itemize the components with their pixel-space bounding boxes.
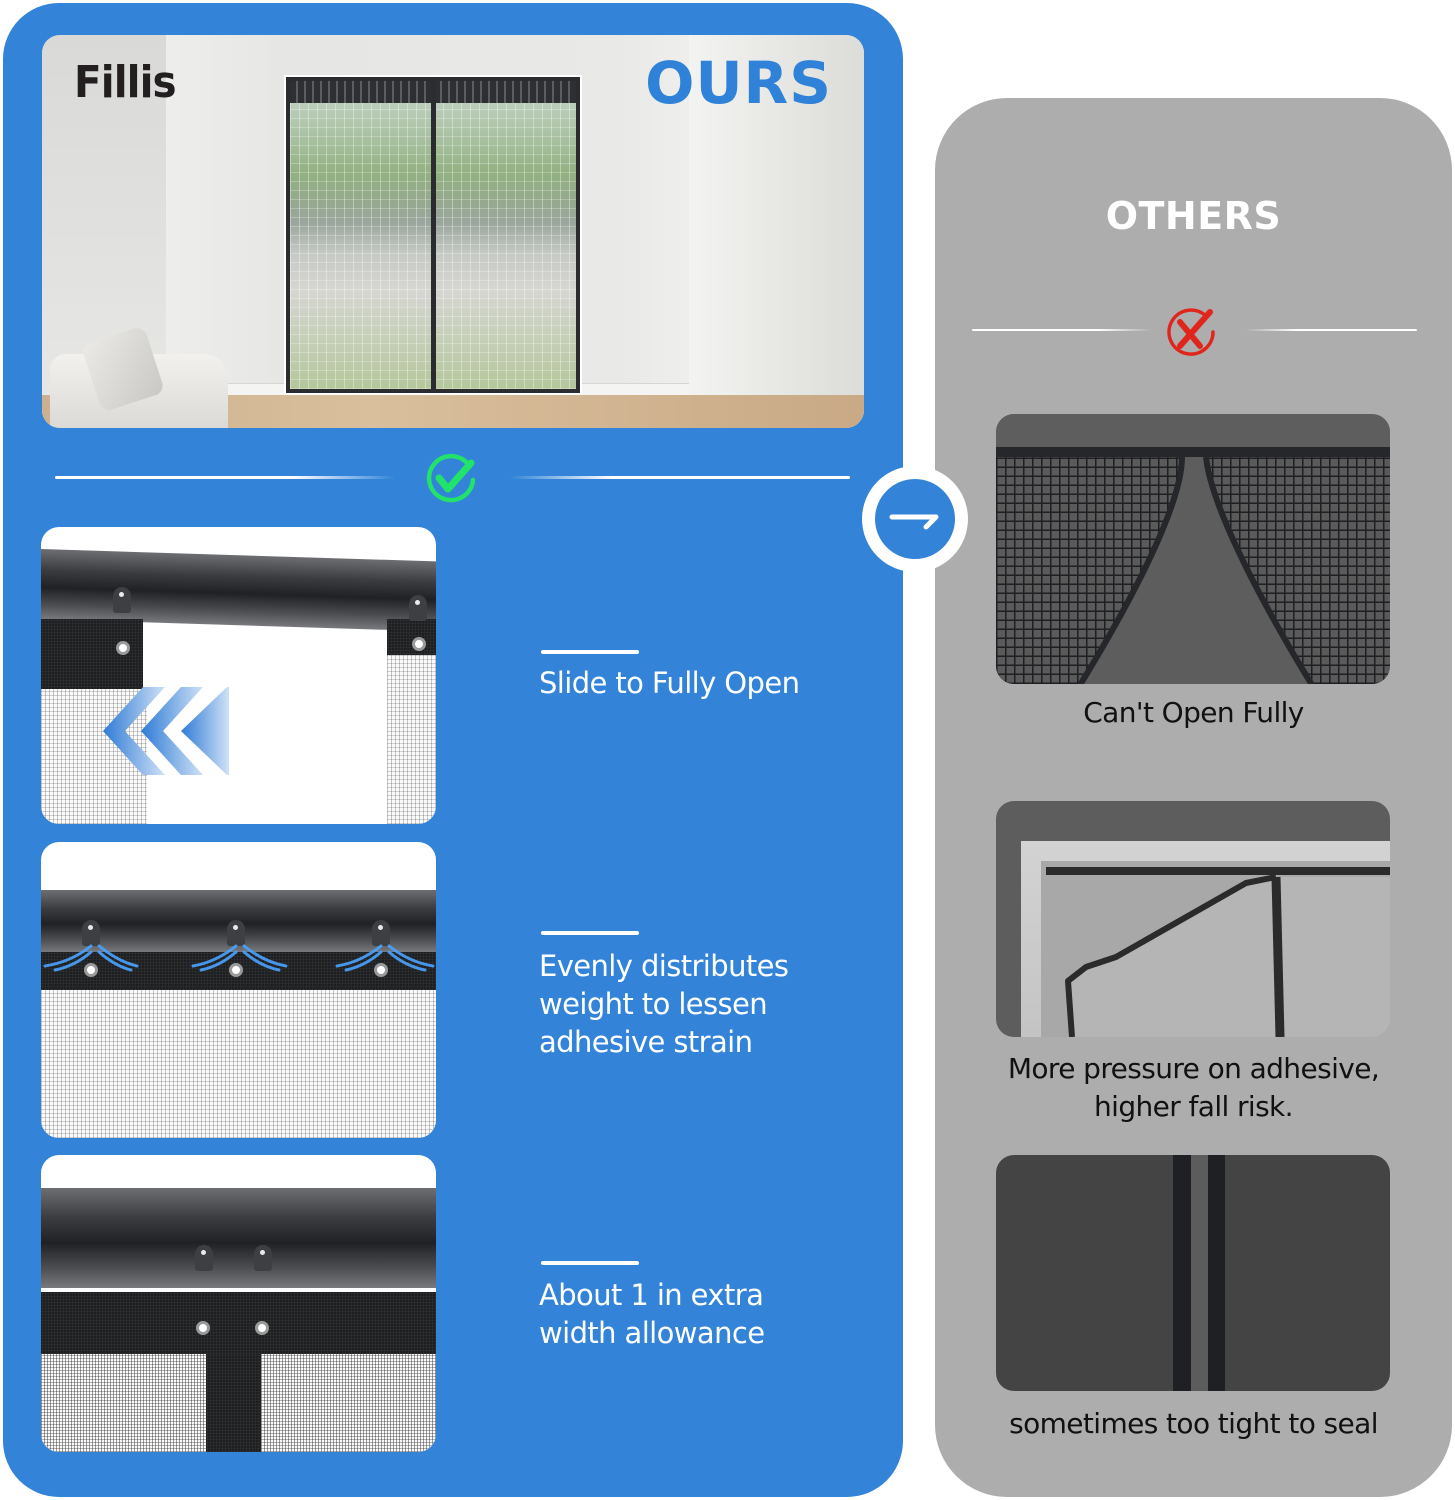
ours-divider-left: [55, 476, 395, 479]
grommet: [196, 1321, 210, 1335]
feature-accent-bar: [541, 650, 639, 654]
grommet: [255, 1321, 269, 1335]
curtain-header-left: [41, 619, 143, 689]
others-image-too-tight: [996, 1155, 1390, 1391]
rail-clip: [372, 920, 390, 946]
door-header: [996, 414, 1390, 447]
feature-accent-bar: [541, 931, 639, 935]
grommet: [229, 963, 243, 977]
feature-line: Evenly distributes: [539, 949, 789, 983]
screen-panel: [41, 990, 436, 1138]
ours-divider-right: [510, 476, 850, 479]
feature-image-width-allowance: [41, 1155, 436, 1452]
curtain-header: [41, 1292, 436, 1354]
magnetic-strip-left: [1173, 1155, 1191, 1391]
comparison-badge-inner: [875, 479, 955, 559]
grommet: [116, 641, 130, 655]
others-divider-right: [1245, 329, 1417, 331]
arrow-right-icon: [889, 514, 939, 530]
feature-text-width-allowance: About 1 in extra width allowance: [539, 1276, 879, 1352]
sagging-screen-panel: [1065, 874, 1390, 1037]
feature-image-slide-open: [41, 527, 436, 824]
x-circle-icon: [1167, 308, 1215, 356]
feature-line: width allowance: [539, 1316, 765, 1350]
rail-clip: [195, 1245, 213, 1271]
feature-image-weight-distribution: [41, 842, 436, 1138]
door-rail: [1046, 867, 1390, 875]
grommet: [412, 637, 426, 651]
caption-line: higher fall risk.: [1094, 1090, 1294, 1123]
door-gap-opening: [1077, 457, 1315, 684]
feature-text-slide-open: Slide to Fully Open: [539, 666, 800, 700]
chevron-left-arrows-icon: [103, 687, 229, 775]
comparison-badge: [862, 466, 968, 572]
rail-clip: [227, 920, 245, 946]
others-image-cant-open: [996, 414, 1390, 684]
check-circle-icon: [426, 453, 476, 503]
others-caption-adhesive-pressure: More pressure on adhesive, higher fall r…: [935, 1050, 1452, 1126]
rail-clip: [409, 595, 427, 621]
magnetic-strip-right: [1208, 1155, 1225, 1391]
curtain-header-right: [387, 619, 436, 655]
grommet: [374, 963, 388, 977]
others-caption-too-tight: sometimes too tight to seal: [1009, 1407, 1378, 1440]
feature-accent-bar: [541, 1261, 639, 1265]
hero-product-photo: Fillis OURS: [42, 35, 864, 428]
grommet: [84, 963, 98, 977]
screen-panel-right: [387, 655, 436, 824]
feature-line: weight to lessen: [539, 987, 768, 1021]
door-rail: [996, 447, 1390, 457]
others-image-adhesive-pressure: [996, 801, 1390, 1037]
caption-line: More pressure on adhesive,: [1007, 1052, 1380, 1085]
others-heading: OTHERS: [1105, 194, 1282, 238]
rail-edge: [41, 1288, 436, 1292]
force-lines-icon: [43, 944, 435, 972]
rail-clip: [254, 1245, 272, 1271]
feature-text-weight-distribution: Evenly distributes weight to lessen adhe…: [539, 947, 879, 1061]
sliding-rail: [41, 1188, 436, 1288]
magnetic-seam-strip: [206, 1354, 261, 1452]
seam-gap: [1191, 1155, 1208, 1391]
rail-clip: [82, 920, 100, 946]
rail-clip: [113, 587, 131, 613]
screen-panel-left: [41, 1354, 206, 1452]
ours-heading: OURS: [645, 49, 832, 117]
feature-line: About 1 in extra: [539, 1278, 764, 1312]
others-divider-left: [972, 329, 1152, 331]
screen-door-frame: [286, 77, 580, 393]
feature-line: adhesive strain: [539, 1025, 753, 1059]
screen-door: [284, 75, 582, 395]
room-wall-right: [689, 35, 864, 428]
brand-logo: Fillis: [74, 57, 177, 108]
screen-door-magnetic-split: [431, 81, 436, 389]
screen-panel-right: [261, 1354, 436, 1452]
others-caption-cant-open: Can't Open Fully: [1083, 696, 1304, 729]
